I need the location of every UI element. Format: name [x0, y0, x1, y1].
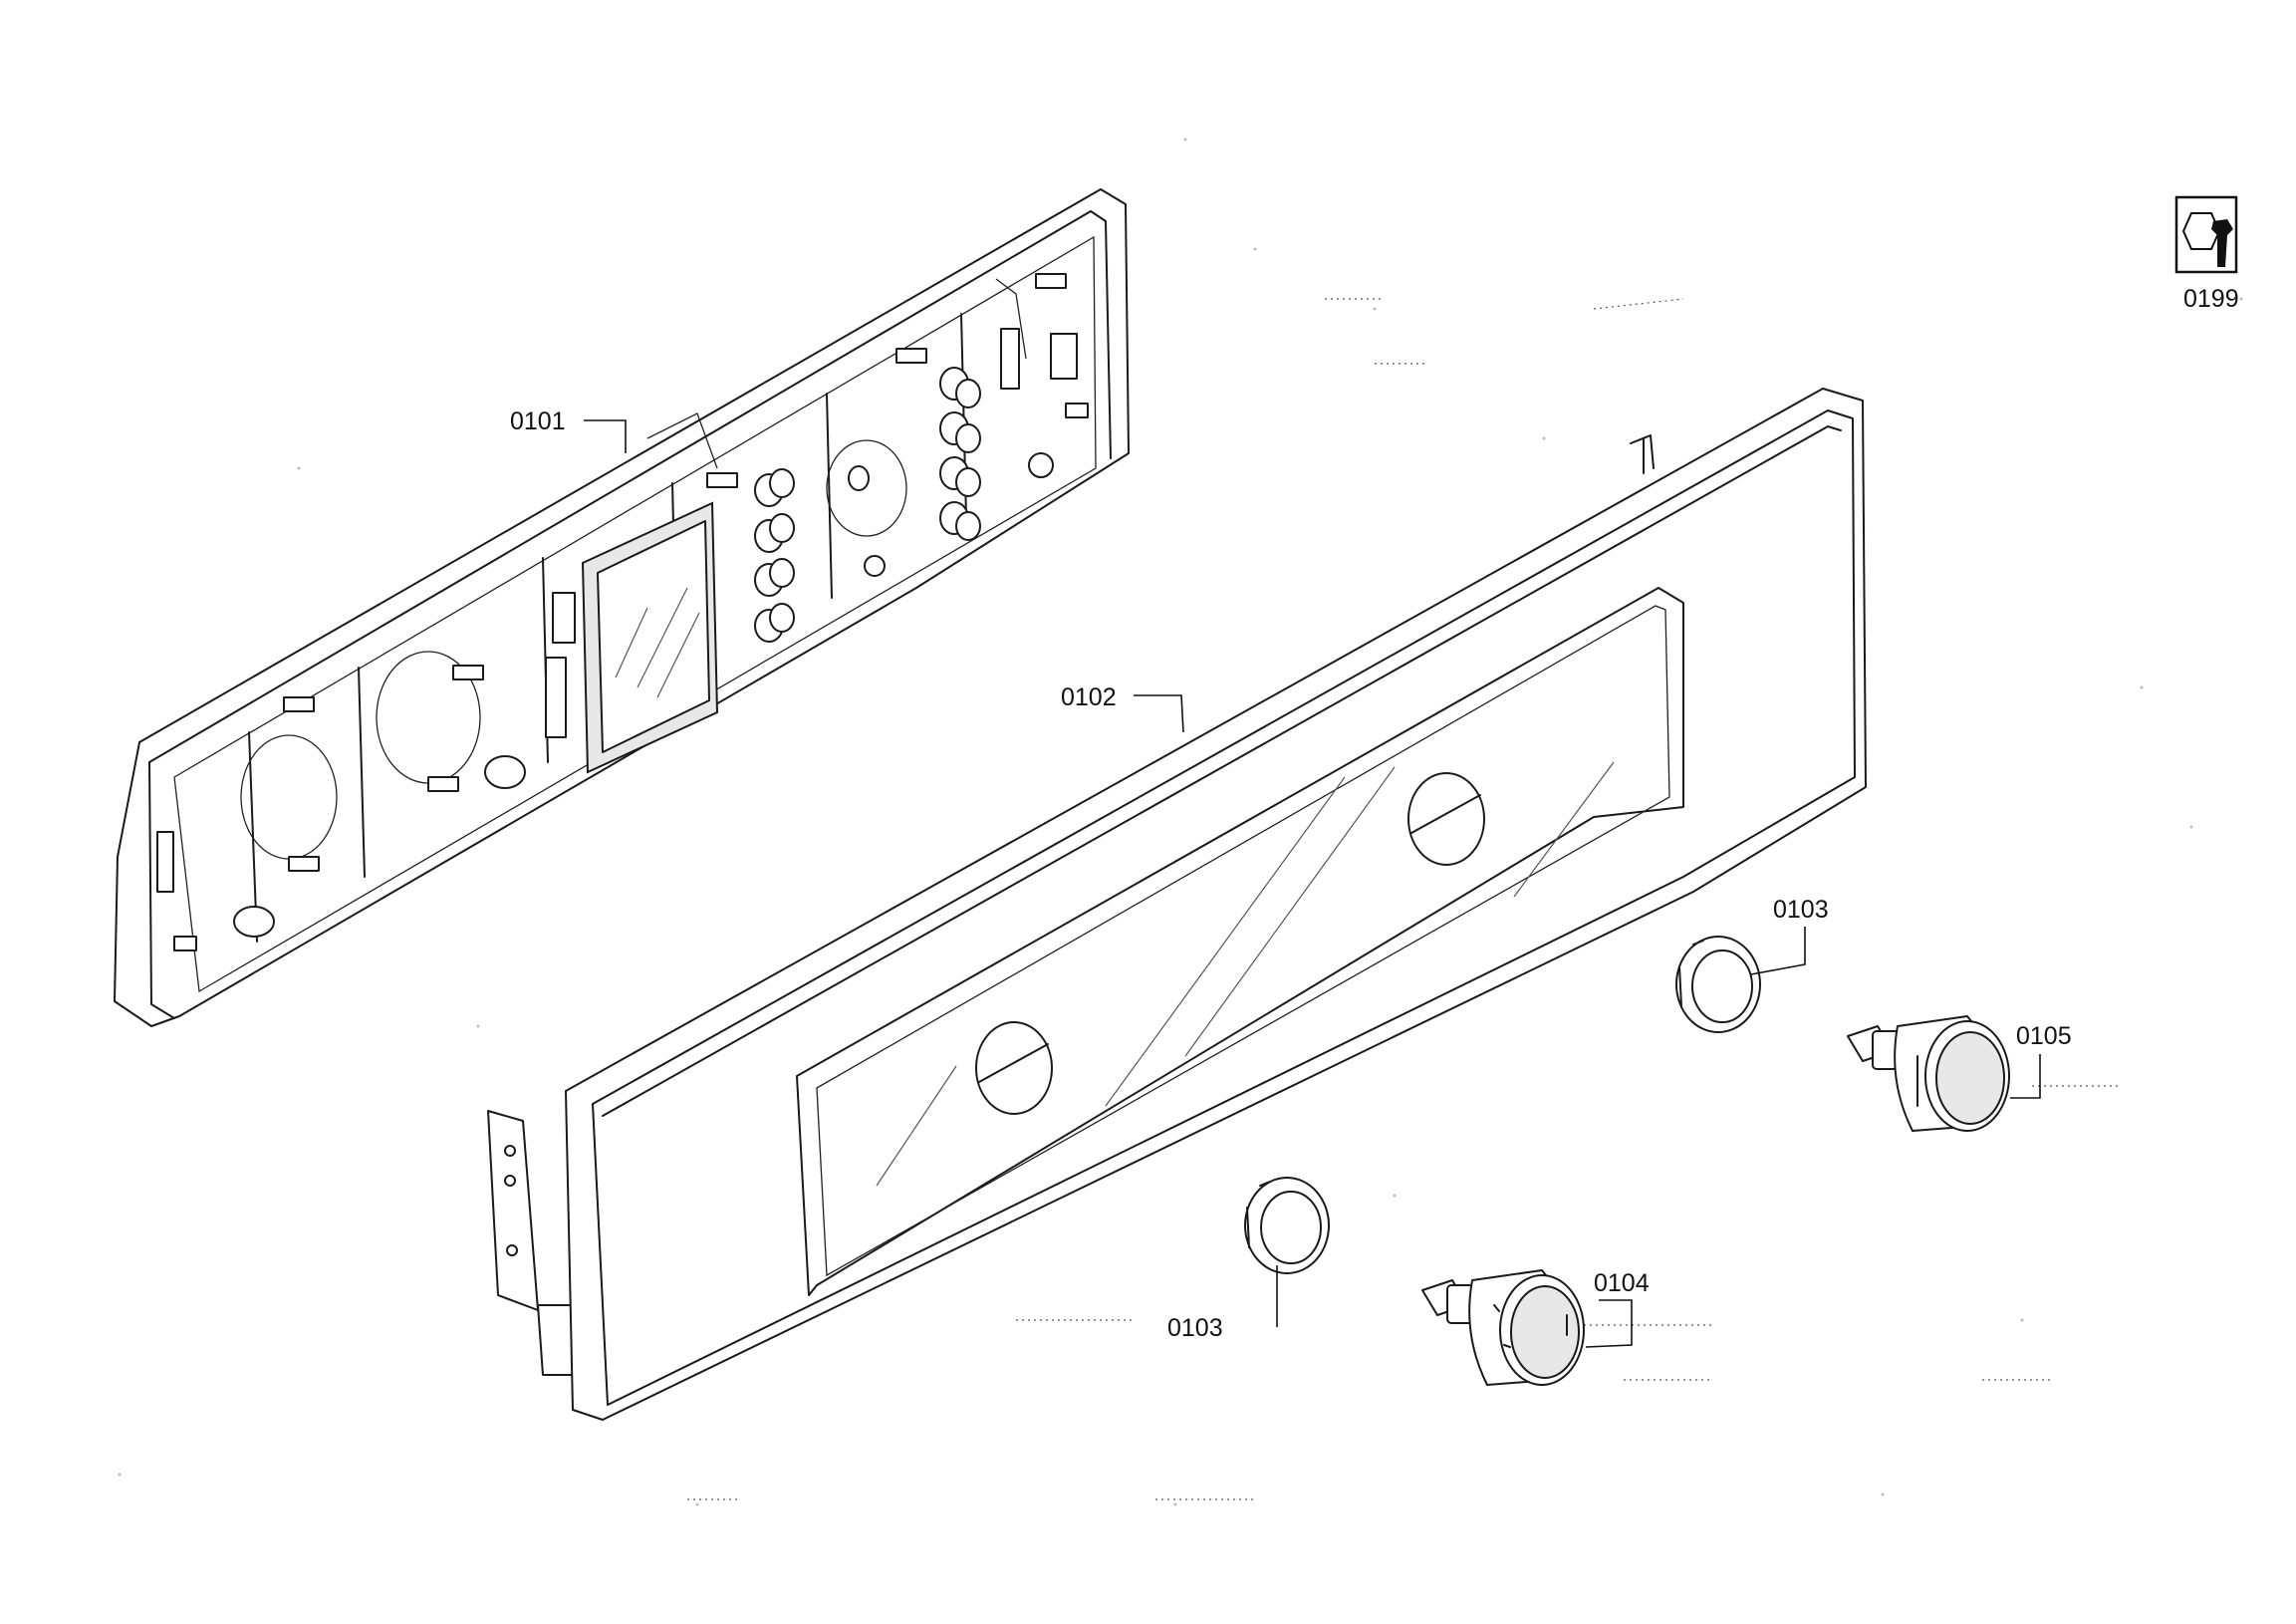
label-0103-lower: 0103 — [1167, 1314, 1223, 1342]
label-0105: 0105 — [2016, 1022, 2072, 1050]
part-labels: 0101 0102 0103 0105 0103 0104 0199 — [510, 285, 2239, 1342]
label-0101: 0101 — [510, 407, 566, 435]
construction-dots — [118, 137, 2243, 1506]
part-0102-front-fascia — [487, 388, 1867, 1421]
leader-lines — [584, 419, 2041, 1348]
label-0199: 0199 — [2183, 285, 2239, 313]
label-0103-upper: 0103 — [1773, 896, 1829, 924]
part-0103-ring-upper — [1675, 936, 1761, 1033]
label-0102: 0102 — [1061, 683, 1117, 711]
part-0105-knob — [1847, 1015, 2010, 1132]
label-0104: 0104 — [1594, 1269, 1650, 1297]
part-0104-knob — [1421, 1269, 1585, 1386]
part-0101-rear-frame — [114, 188, 1130, 1027]
button-grid — [754, 367, 981, 643]
wrench-nut-icon — [2174, 195, 2238, 274]
part-0103-ring-lower — [1244, 1177, 1330, 1274]
